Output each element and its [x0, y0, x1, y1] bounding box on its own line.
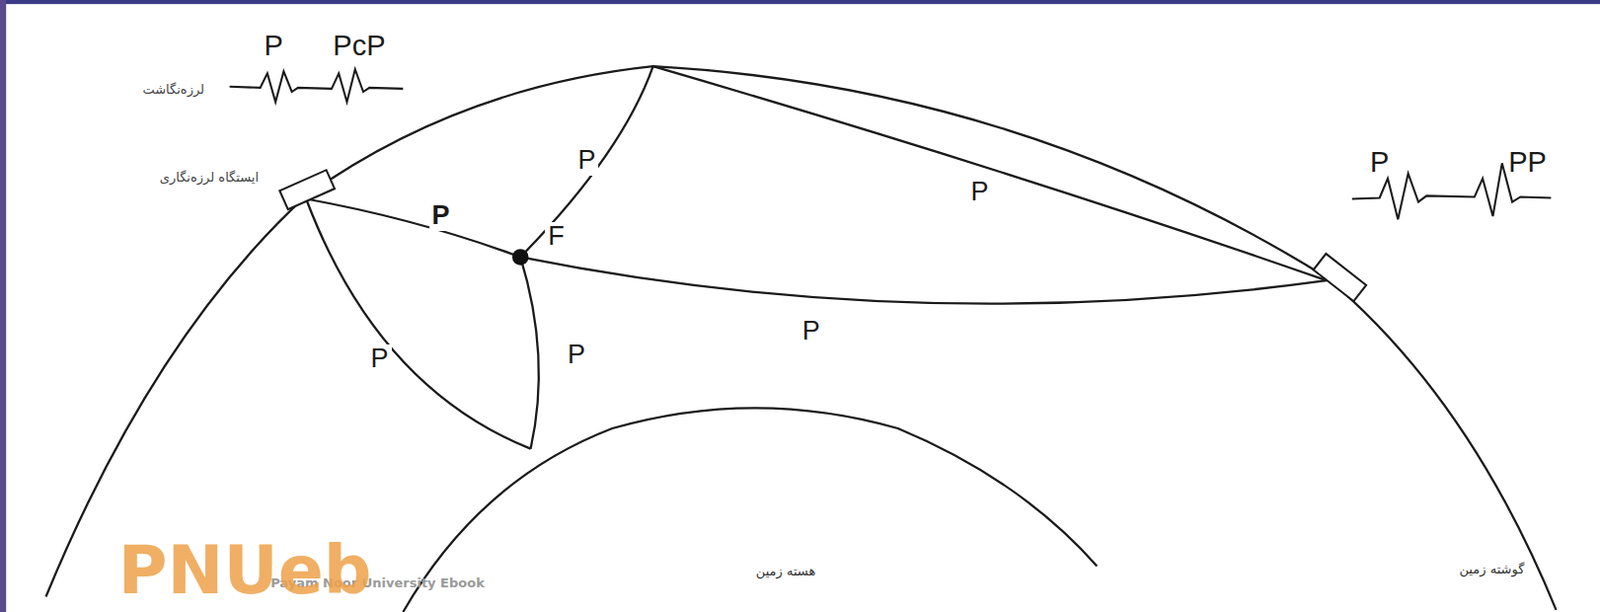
seismogram-label: لرزه‌نگاشت — [142, 82, 205, 97]
ray-path — [520, 256, 539, 449]
earth-surface — [46, 66, 1557, 610]
ray-path — [653, 66, 1327, 281]
phase-label: P — [1370, 147, 1389, 179]
ray-label: P — [564, 340, 589, 371]
seismograph-station — [1313, 253, 1367, 302]
seismogram-trace — [229, 69, 404, 102]
ray-path — [305, 199, 521, 258]
phase-label: PP — [1508, 147, 1547, 179]
ray-label: P — [368, 344, 392, 375]
ray-label: P — [574, 146, 599, 176]
region-label: هسته زمین — [756, 564, 817, 579]
ray-path — [305, 199, 531, 450]
ray-label: P — [799, 316, 824, 347]
ray-path — [520, 256, 1327, 304]
ray-label: P — [967, 177, 991, 208]
ray-path — [520, 66, 653, 257]
phase-label: PcP — [332, 30, 385, 63]
ray-label: P — [429, 201, 454, 231]
region-label: گوشته زمین — [1458, 562, 1524, 577]
phase-label: P — [263, 30, 283, 63]
focus-label: F — [544, 222, 568, 252]
slide-edge — [0, 0, 6, 612]
focus-point — [512, 248, 530, 266]
station-label: ایستگاه لرزه‌نگاری — [159, 170, 259, 185]
slide-band — [0, 0, 1600, 4]
seismograph-station — [279, 169, 335, 210]
watermark-logo: PNUeb — [118, 533, 373, 609]
